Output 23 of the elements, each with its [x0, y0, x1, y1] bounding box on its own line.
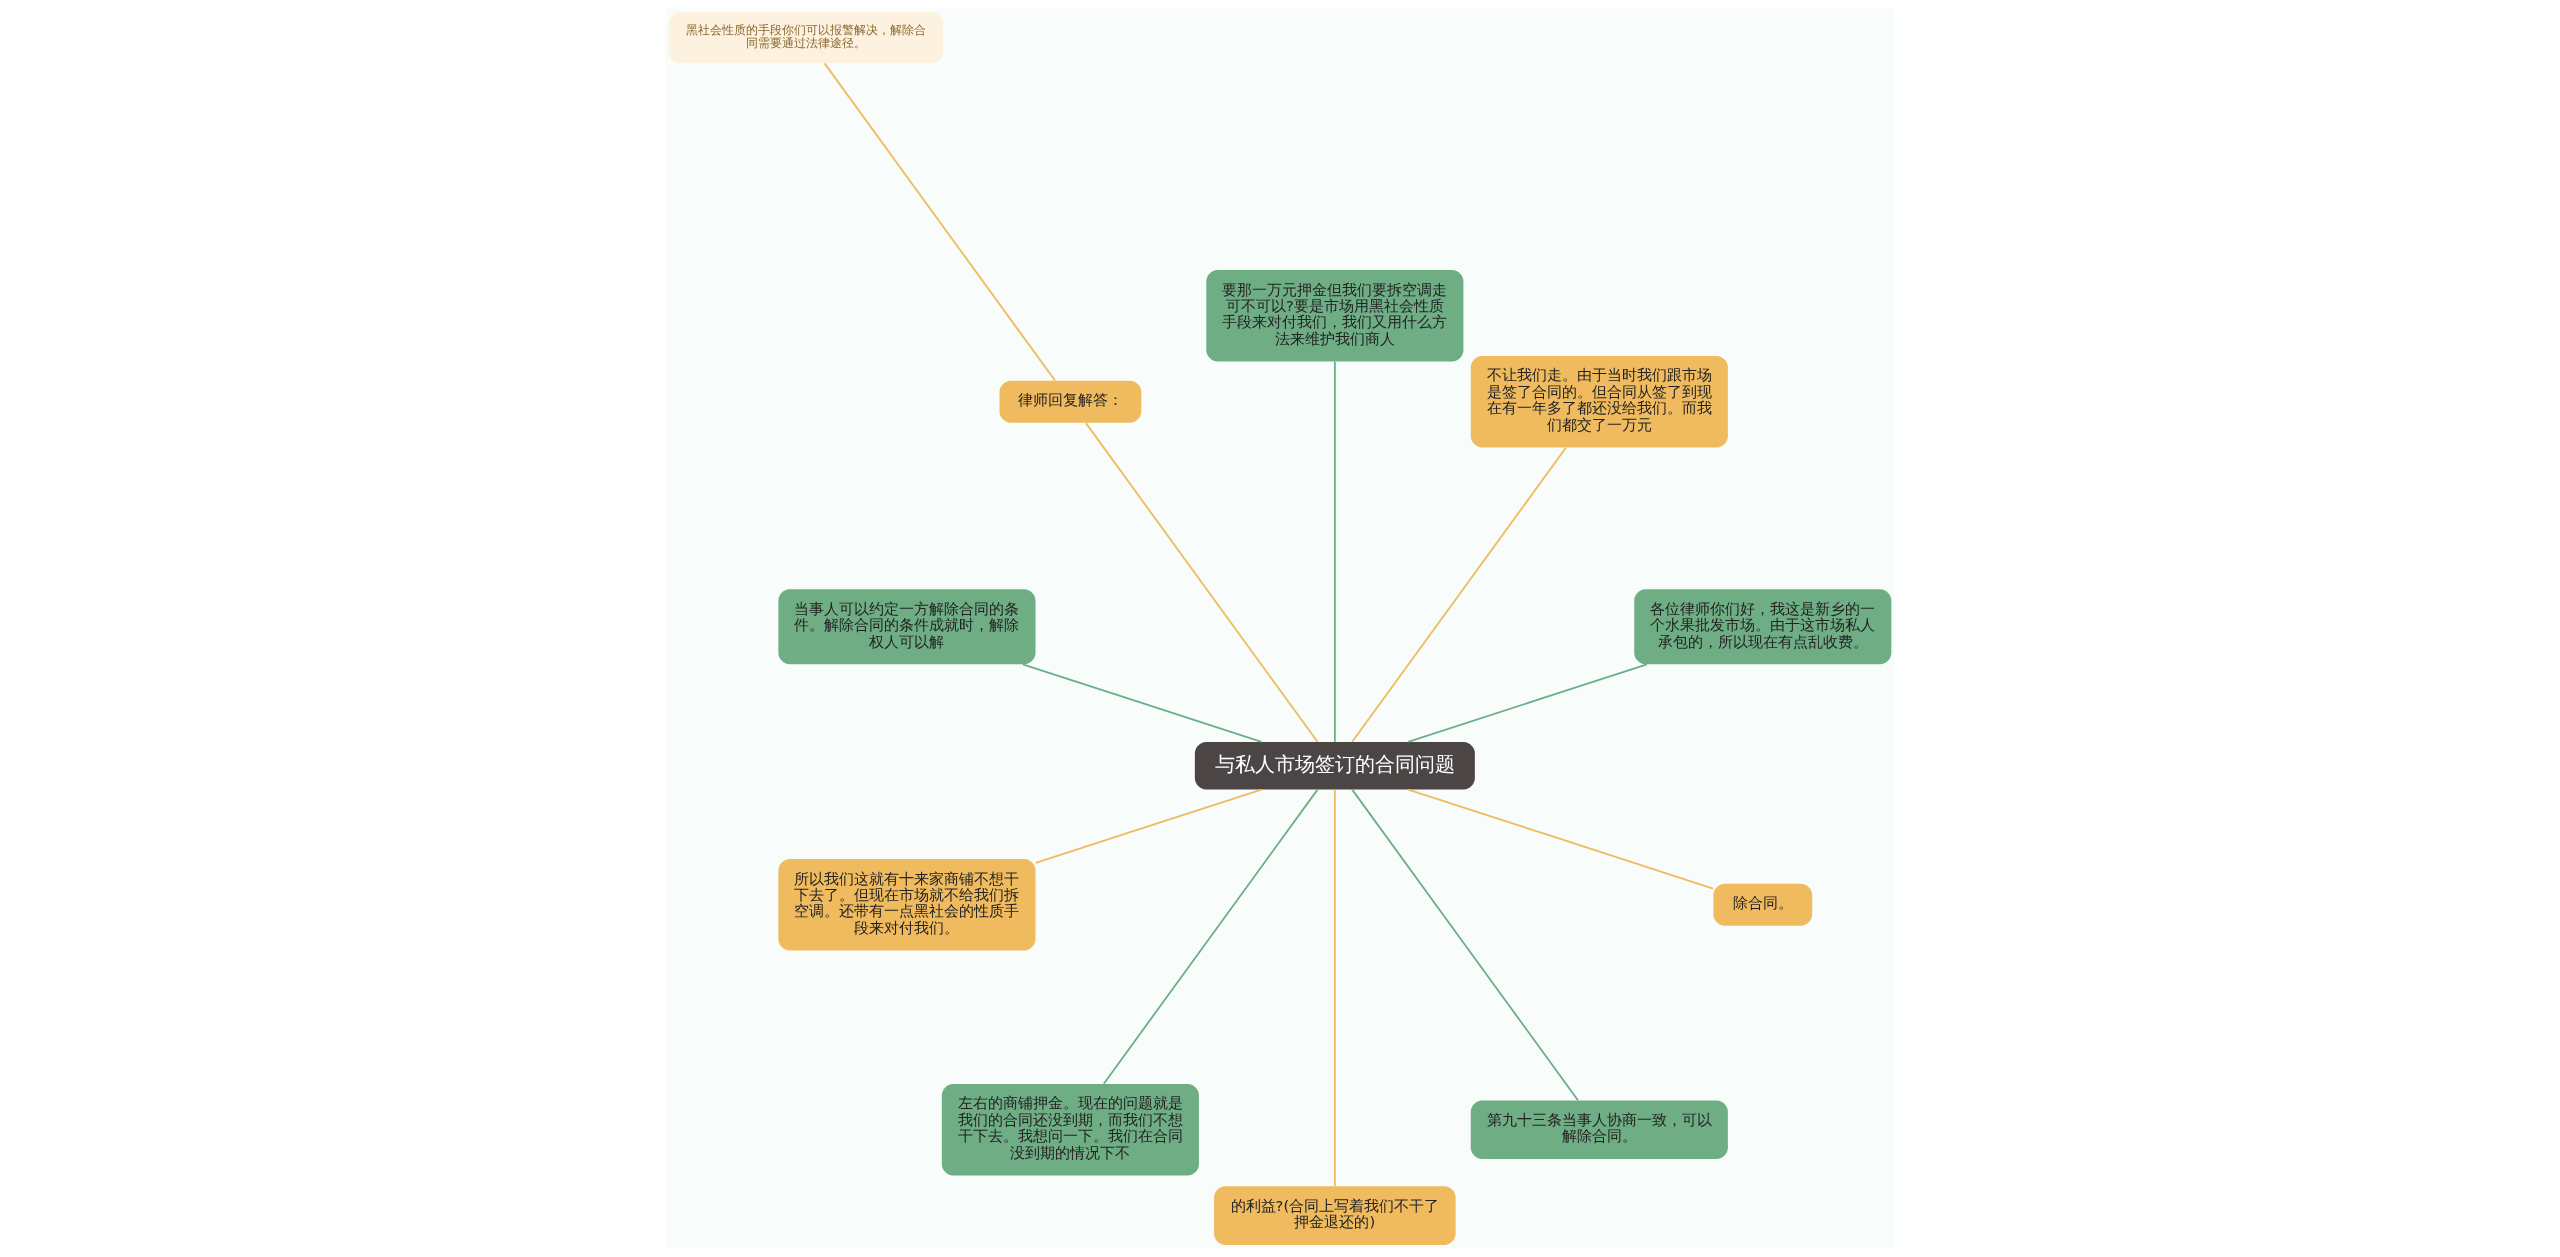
connector	[1351, 788, 1579, 1102]
connector	[1021, 663, 1263, 743]
node-box: 黑社会性质的手段你们可以报警解决，解除合同需要通过法律途径。	[668, 12, 944, 64]
node-box: 的利益?(合同上写着我们不干了押金退还的)	[1214, 1186, 1456, 1245]
node-box: 律师回复解答：	[999, 380, 1142, 423]
node-box: 不让我们走。由于当时我们跟市场是签了合同的。但合同从签了到现在有一年多了都还没给我们。而我们都交了一万元	[1470, 355, 1728, 448]
connector	[1407, 663, 1648, 743]
connector	[1084, 421, 1319, 743]
node-box: 第九十三条当事人协商一致，可以解除合同。	[1470, 1100, 1728, 1159]
connector	[1102, 788, 1319, 1085]
node-box: 当事人可以约定一方解除合同的条件。解除合同的条件成就时，解除权人可以解	[778, 589, 1036, 665]
node-box: 要那一万元押金但我们要拆空调走可不可以?要是市场用黑社会性质手段来对付我们，我们又用什么方法来维护我们商人	[1206, 270, 1464, 362]
connector	[1333, 360, 1336, 743]
node-box: 左右的商铺押金。现在的问题就是我们的合同还没到期，而我们不想干下去。我想问一下。我们在合同没到期的情况下不	[941, 1083, 1199, 1176]
connector	[823, 62, 1056, 382]
connector	[1407, 788, 1715, 890]
node-box: 除合同。	[1713, 883, 1813, 926]
node-box: 各位律师你们好，我这是新乡的一个水果批发市场。由于这市场私人承包的，所以现在有点乱收费。	[1634, 589, 1892, 665]
connector	[1333, 788, 1336, 1188]
connector	[1034, 788, 1263, 864]
connector	[1351, 446, 1567, 743]
node-box: 所以我们这就有十来家商铺不想干下去了。但现在市场就不给我们拆空调。还带有一点黑社会的性质手段来对付我们。	[778, 859, 1036, 951]
node-box: 与私人市场签订的合同问题	[1194, 741, 1475, 790]
